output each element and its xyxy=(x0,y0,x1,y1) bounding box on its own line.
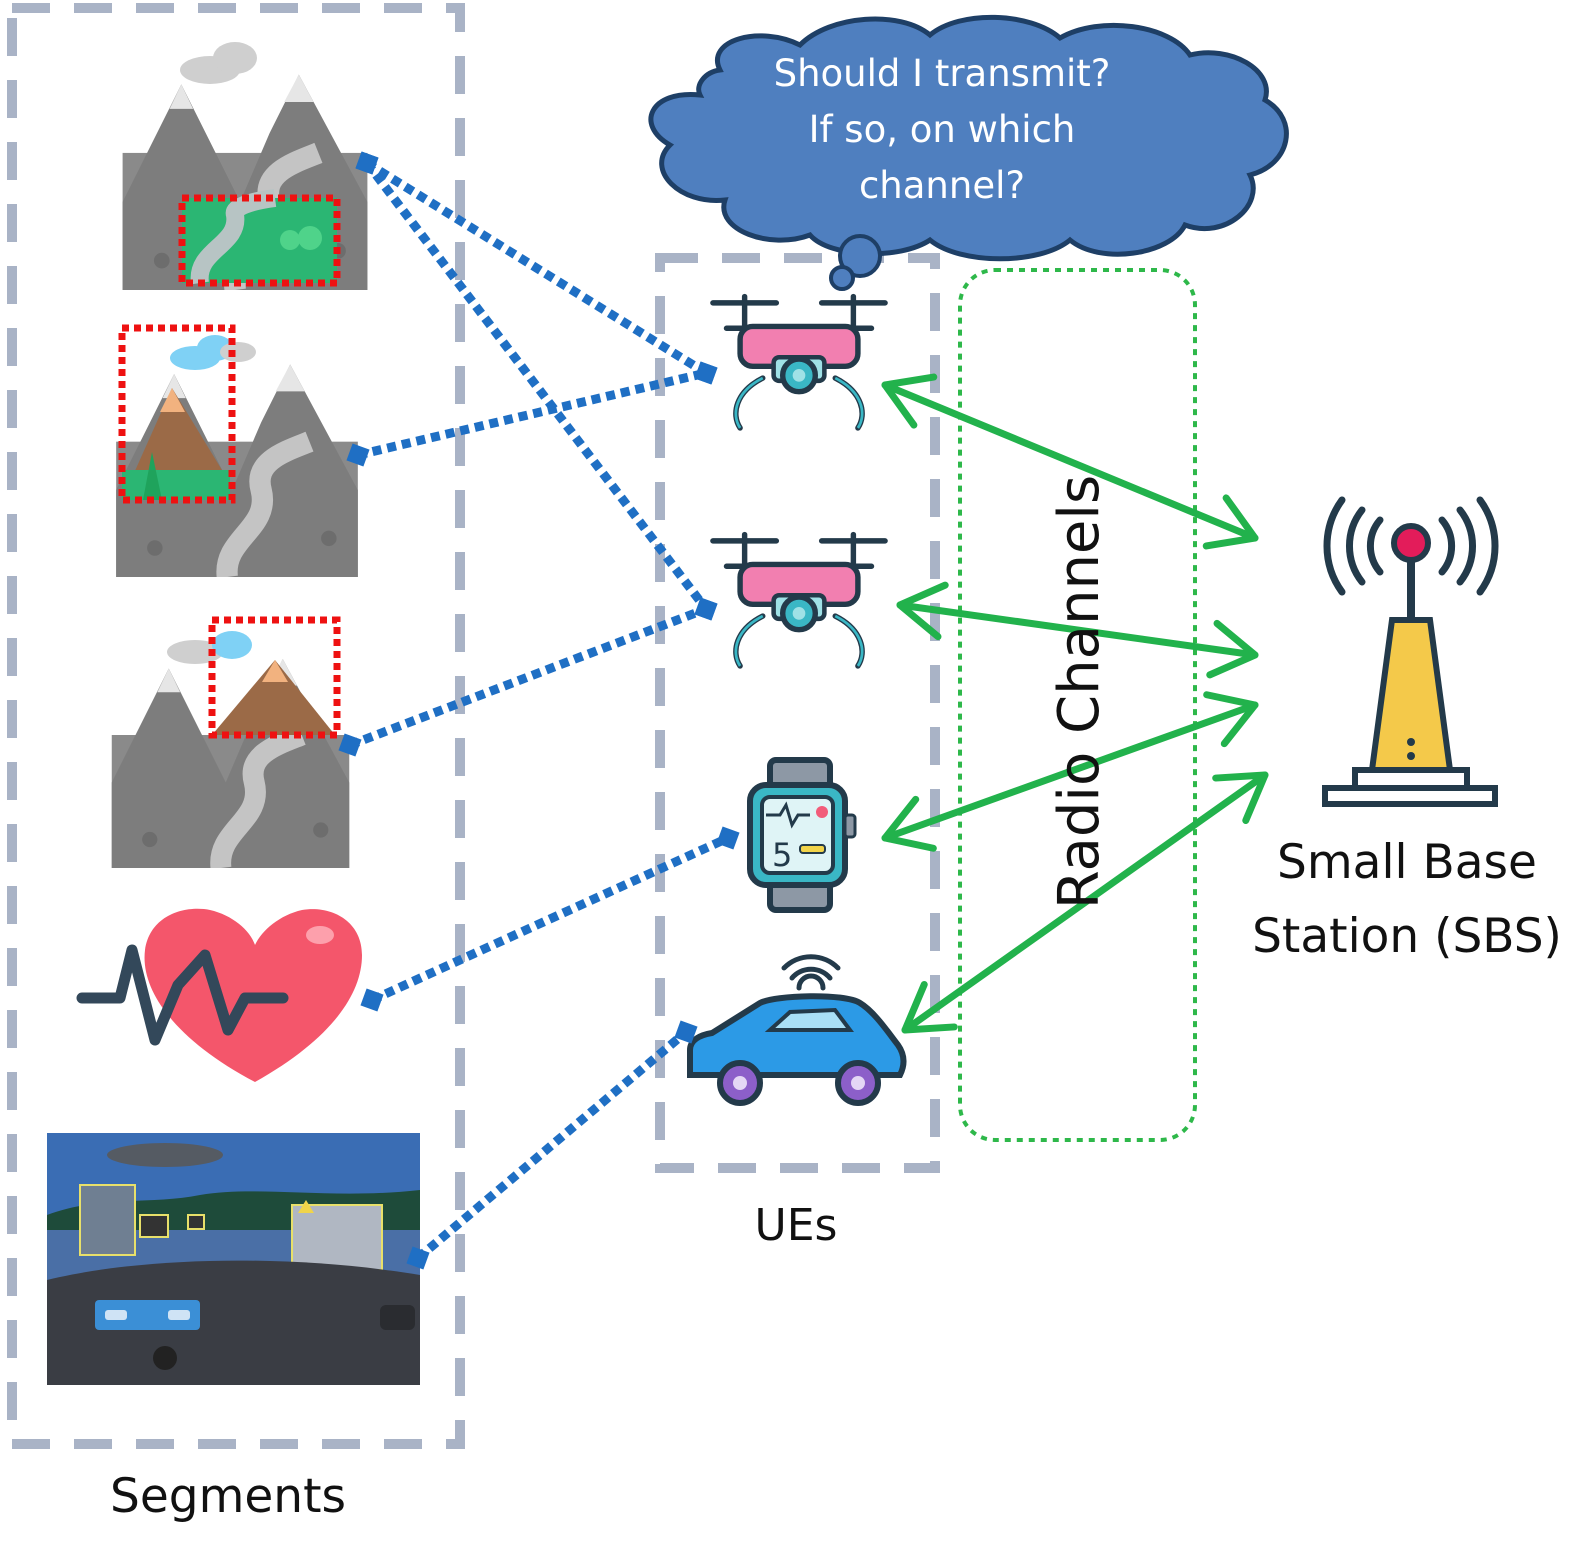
radio-link-line xyxy=(901,771,1269,1034)
dotted-link-line xyxy=(363,160,710,612)
arrowhead-to-sbs xyxy=(1203,691,1259,748)
dotted-link-line xyxy=(348,604,708,750)
base-station-tower-icon xyxy=(1322,496,1499,807)
segment-4-heart-rate-icon xyxy=(76,908,362,1082)
link-endpoint-marker xyxy=(674,1020,698,1044)
radio-link-line xyxy=(881,381,1259,542)
segment-1-mountain-icon xyxy=(123,42,368,290)
segments-label: Segments xyxy=(110,1469,346,1524)
link-endpoint-marker xyxy=(360,988,384,1012)
link-endpoint-marker xyxy=(346,443,370,467)
radio-channels-label: Radio Channels xyxy=(1047,475,1112,909)
link-endpoint-marker xyxy=(694,597,718,621)
ue-1-drone-icon xyxy=(713,297,885,428)
ue-3-smartwatch-icon: 5 xyxy=(747,757,857,913)
roi-box xyxy=(208,616,341,739)
dotted-link-line xyxy=(370,833,730,1005)
arrowhead-to-sbs xyxy=(1202,494,1259,550)
segments-container xyxy=(7,3,465,1449)
small-cloud-icon xyxy=(167,631,252,664)
ue-4-car-icon xyxy=(687,954,907,1106)
segment-5-driving-scene-icon xyxy=(47,1133,420,1385)
roi-box xyxy=(178,194,341,287)
segment-3-mountain-icon xyxy=(112,616,350,868)
thought-bubble: Should I transmit? If so, on which chann… xyxy=(648,14,1289,291)
sbs-label-line-2: Station (SBS) xyxy=(1252,909,1562,964)
link-endpoint-marker xyxy=(355,151,379,175)
radio-channels-box xyxy=(958,268,1197,1142)
link-endpoint-marker xyxy=(338,733,362,757)
roi-box xyxy=(118,324,236,504)
radio-link-line xyxy=(881,701,1259,842)
thought-bubble-line-2: If so, on which xyxy=(809,108,1076,151)
ue-2-drone-icon xyxy=(713,535,885,666)
ues-label: UEs xyxy=(755,1200,838,1251)
sbs-label-line-1: Small Base xyxy=(1277,835,1537,890)
dotted-link-line xyxy=(415,1028,689,1262)
ue-3-to-sbs-radio-link xyxy=(881,691,1259,852)
links-layer xyxy=(338,151,1269,1270)
segment-2-to-ue-1-link xyxy=(346,361,718,467)
ue-1-to-sbs-radio-link xyxy=(881,373,1259,550)
link-endpoint-marker xyxy=(694,361,718,385)
segment-5-to-ue-4-link xyxy=(406,1020,698,1270)
link-endpoint-marker xyxy=(716,826,740,850)
small-cloud-icon xyxy=(180,42,257,84)
arrowhead-to-ue xyxy=(901,981,958,1034)
segment-3-to-ue-2-link xyxy=(338,597,718,757)
thought-bubble-line-1: Should I transmit? xyxy=(774,52,1111,95)
small-cloud-icon xyxy=(170,335,256,370)
arrowhead-to-ue xyxy=(881,795,937,852)
svg-text:5: 5 xyxy=(772,836,792,874)
arrowhead-to-sbs xyxy=(1206,619,1259,679)
ues-container xyxy=(655,253,940,1173)
wifi-signal-icon xyxy=(781,954,841,991)
segment-4-to-ue-3-link xyxy=(360,826,740,1012)
thought-bubble-line-3: channel? xyxy=(859,164,1025,207)
arrowhead-to-ue xyxy=(896,581,949,641)
segment-2-mountain-icon xyxy=(116,324,358,577)
arrowhead-to-ue xyxy=(881,373,938,429)
ue-4-to-sbs-radio-link xyxy=(901,771,1269,1034)
dotted-link-line xyxy=(364,159,709,377)
ue-2-to-sbs-radio-link xyxy=(896,581,1259,679)
link-endpoint-marker xyxy=(406,1246,430,1270)
arrowhead-to-sbs xyxy=(1212,771,1269,824)
radio-link-line xyxy=(896,601,1259,659)
